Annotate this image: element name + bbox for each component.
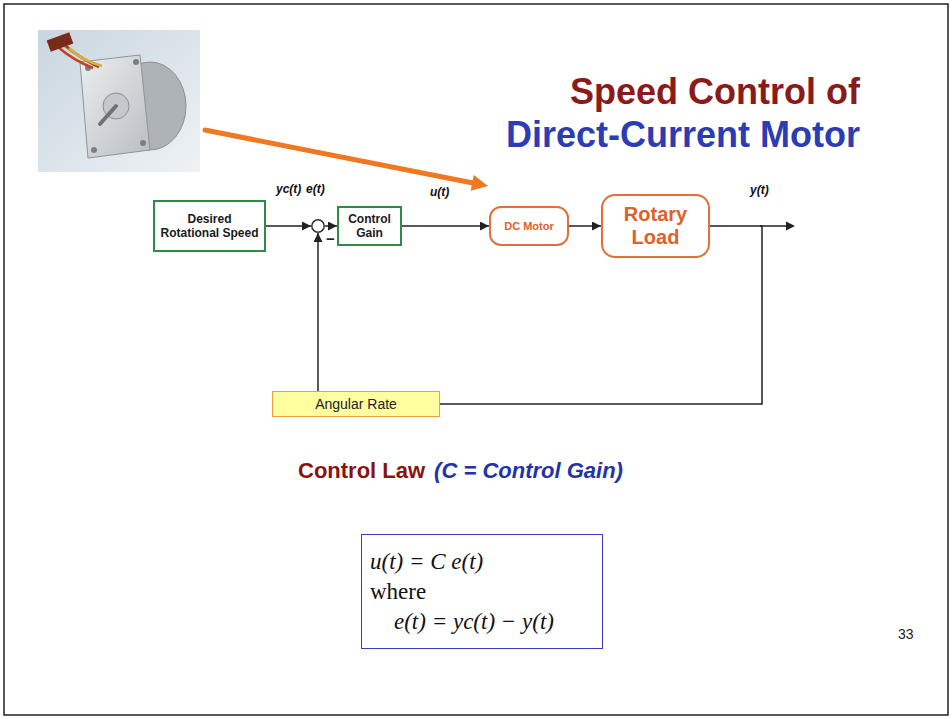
output-arrow <box>760 222 795 231</box>
node-text: Rotary Load <box>607 203 704 249</box>
node-text: where <box>370 577 426 607</box>
signal-connector <box>325 225 337 227</box>
signal-name: yc(t) <box>276 182 301 196</box>
wire-connector <box>47 32 74 51</box>
pointer-head <box>471 175 488 191</box>
motor-flange <box>80 55 150 158</box>
signal-connector <box>569 225 601 227</box>
signal-connector <box>266 225 311 227</box>
slide-title: Speed Control of Direct-Current Motor <box>480 70 860 156</box>
node-text: Control Gain <box>342 212 397 240</box>
heading-note: (C = Control Gain) <box>434 458 623 484</box>
sensor-box: Angular Rate <box>272 391 440 417</box>
mount-hole <box>133 59 139 65</box>
output-head <box>786 222 795 231</box>
signal-connector <box>402 225 489 227</box>
pointer-arrow <box>205 130 488 191</box>
signal-name: u(t) <box>430 185 449 199</box>
signal-connector <box>317 233 319 391</box>
controller-box: Control Gain <box>337 206 402 246</box>
node-text: Desired Rotational Speed <box>158 212 261 240</box>
signal-name: y(t) <box>750 183 769 197</box>
motor-wire <box>58 47 93 68</box>
sign-label: − <box>326 231 335 246</box>
junction-outline <box>311 219 325 233</box>
photo-ground <box>38 30 200 172</box>
node-text: Angular Rate <box>315 396 397 413</box>
pointer-shaft <box>205 130 473 183</box>
mount-hole <box>140 140 146 146</box>
node-text: u(t) = C e(t) <box>370 547 483 577</box>
signal-name: e(t) <box>306 182 325 196</box>
output-line <box>760 225 786 227</box>
mount-hole <box>91 147 97 153</box>
node-text: DC Motor <box>504 220 554 233</box>
node-text: e(t) = yc(t) − y(t) <box>370 607 554 637</box>
formula-box: u(t) = C e(t)wheree(t) = yc(t) − y(t) <box>361 534 603 649</box>
slide-frame <box>4 4 948 715</box>
motor-photo <box>38 30 200 172</box>
setpoint-box: Desired Rotational Speed <box>153 200 266 252</box>
motor-wire <box>69 48 102 66</box>
junction-circle <box>312 220 324 232</box>
motor-box: DC Motor <box>489 206 569 246</box>
page-number: 33 <box>898 626 914 642</box>
load-box: Rotary Load <box>601 194 710 258</box>
section-heading: Control Law <box>298 458 425 484</box>
signal-connector <box>440 226 762 404</box>
motor-shaft <box>100 106 116 124</box>
summing-junction: − <box>311 219 325 233</box>
